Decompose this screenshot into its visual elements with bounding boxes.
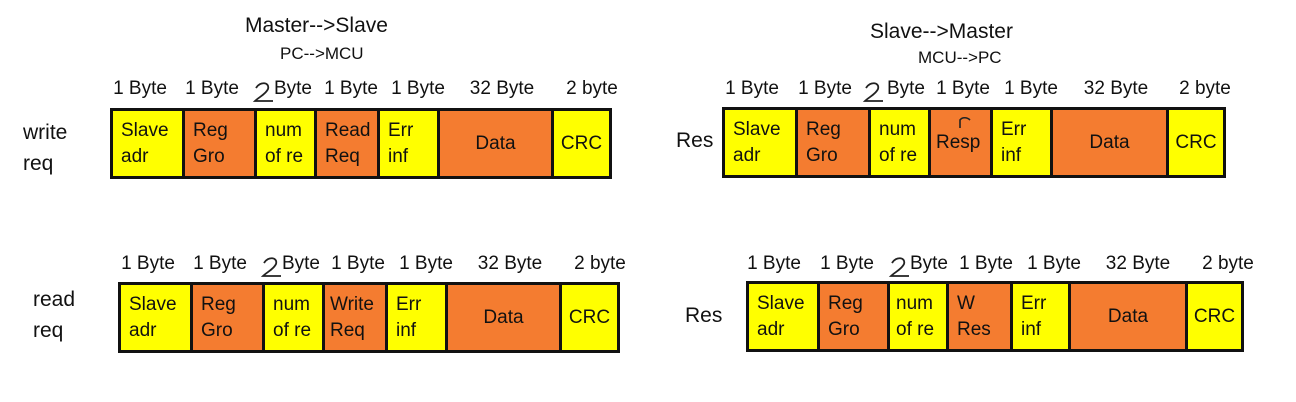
byte-size-label: 1 Byte [936, 78, 990, 99]
field-w-res: W Res [949, 284, 1013, 349]
packet-frame-write-req: Slave adr Reg Gro num of re Read Req Err… [110, 108, 612, 179]
byte-size-label: 1 Byte [959, 253, 1013, 274]
field-slave-adr: Slave adr [725, 110, 798, 175]
packet-frame-res-read: Slave adr Reg Gro num of re W Res Err in… [746, 281, 1244, 352]
byte-size-label: 32 Byte [1083, 78, 1149, 99]
field-crc: CRC [554, 111, 609, 176]
byte-size-row: 1 Byte 1 Byte Byte 1 Byte 1 Byte 32 Byte… [746, 253, 1276, 275]
byte-size-label: 1 Byte [798, 78, 852, 99]
field-slave-adr: Slave adr [113, 111, 185, 176]
byte-size-label: Byte [273, 78, 313, 99]
byte-size-label: 2 byte [1202, 253, 1254, 274]
packet-frame-read-req: Slave adr Reg Gro num of re Write Req Er… [118, 282, 620, 353]
field-write-req: Write Req [325, 285, 388, 350]
field-num-of-re: num of re [265, 285, 325, 350]
field-err-inf: Err inf [993, 110, 1053, 175]
handwritten-mark [959, 116, 971, 128]
field-num-of-re: num of re [257, 111, 317, 176]
field-slave-adr: Slave adr [749, 284, 820, 349]
byte-size-label: 1 Byte [747, 253, 801, 274]
field-data: Data [1071, 284, 1188, 349]
field-data: Data [1053, 110, 1169, 175]
byte-size-label: 1 Byte [725, 78, 779, 99]
field-reg-gro: Reg Gro [798, 110, 871, 175]
byte-size-label: Byte [281, 253, 321, 274]
byte-size-label: 1 Byte [399, 253, 453, 274]
byte-size-row: 1 Byte 1 Byte Byte 1 Byte 1 Byte 32 Byte… [118, 253, 638, 275]
field-reg-gro: Reg Gro [185, 111, 257, 176]
field-data: Data [440, 111, 554, 176]
byte-size-label: 2 byte [574, 253, 626, 274]
byte-size-label: 1 Byte [324, 78, 378, 99]
byte-size-label: 32 Byte [477, 253, 543, 274]
field-err-inf: Err inf [388, 285, 448, 350]
section-subtitle-mcu-to-pc: MCU-->PC [918, 48, 1002, 67]
handwritten-two-mark [260, 257, 281, 277]
field-err-inf: Err inf [380, 111, 440, 176]
field-data: Data [448, 285, 562, 350]
field-num-of-re: num of re [871, 110, 931, 175]
section-title-slave-to-master: Slave-->Master [870, 20, 1013, 43]
byte-size-label: 1 Byte [193, 253, 247, 274]
field-reg-gro: Reg Gro [193, 285, 265, 350]
field-reg-gro: Reg Gro [820, 284, 890, 349]
field-resp: Resp [931, 110, 993, 175]
byte-size-label: 1 Byte [391, 78, 445, 99]
frame-label-read-req: read req [33, 288, 76, 342]
byte-size-label: 1 Byte [820, 253, 874, 274]
byte-size-row: 1 Byte 1 Byte Byte 1 Byte 1 Byte 32 Byte… [722, 78, 1252, 100]
byte-size-label: 1 Byte [1027, 253, 1081, 274]
frame-label-res: Res [676, 129, 714, 152]
field-slave-adr: Slave adr [121, 285, 193, 350]
field-crc: CRC [1188, 284, 1241, 349]
handwritten-two-mark [888, 257, 909, 277]
byte-size-row: 1 Byte 1 Byte Byte 1 Byte 1 Byte 32 Byte… [110, 78, 630, 100]
byte-size-label: Byte [886, 78, 926, 99]
byte-size-label: 32 Byte [1105, 253, 1171, 274]
handwritten-two-mark [862, 82, 883, 102]
byte-size-label: 2 byte [566, 78, 618, 99]
field-err-inf: Err inf [1013, 284, 1071, 349]
byte-size-label: Byte [909, 253, 949, 274]
packet-frame-res-write: Slave adr Reg Gro num of re Resp Err inf… [722, 107, 1226, 178]
section-title-master-to-slave: Master-->Slave [245, 14, 388, 37]
field-crc: CRC [562, 285, 617, 350]
byte-size-label: 1 Byte [331, 253, 385, 274]
field-crc: CRC [1169, 110, 1223, 175]
frame-label-write-req: write req [23, 121, 68, 175]
field-read-req: Read Req [317, 111, 380, 176]
handwritten-two-mark [252, 82, 273, 102]
byte-size-label: 1 Byte [185, 78, 239, 99]
frame-label-res: Res [685, 304, 723, 327]
byte-size-label: 2 byte [1179, 78, 1231, 99]
section-subtitle-pc-to-mcu: PC-->MCU [280, 44, 364, 63]
byte-size-label: 1 Byte [121, 253, 175, 274]
byte-size-label: 1 Byte [1004, 78, 1058, 99]
byte-size-label: 1 Byte [113, 78, 167, 99]
byte-size-label: 32 Byte [469, 78, 535, 99]
field-num-of-re: num of re [890, 284, 949, 349]
